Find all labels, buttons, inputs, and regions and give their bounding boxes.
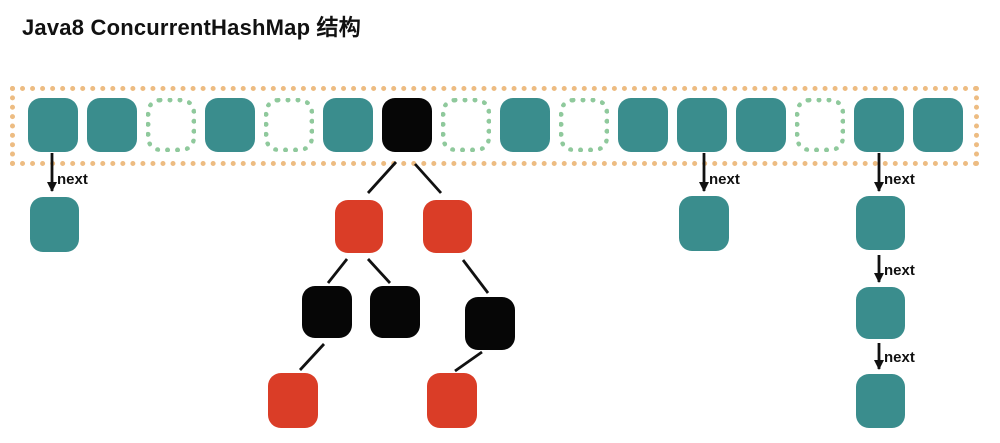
bucket-11-node [677,98,727,152]
list-node-bucket11 [679,196,729,251]
tree-node-black-mid [370,286,420,338]
hash-table-array-border [10,86,979,166]
next-arrows [47,153,884,370]
next-label: next [709,171,740,188]
tree-node-red-left [335,200,383,253]
bucket-14-node [854,98,904,152]
diagram-title: Java8 ConcurrentHashMap 结构 [22,15,361,40]
next-label: next [884,349,915,366]
tree-edge [454,350,483,373]
bucket-5-node [323,98,373,152]
list-node-bucket14-2 [856,287,905,339]
tree-edge [461,259,490,294]
tree-node-black-right [465,297,515,350]
tree-node-black-left [302,286,352,338]
tree-edge [326,258,349,284]
tree-node-red-right [423,200,472,253]
tree-edge [366,161,398,194]
bucket-1-node [87,98,137,152]
bucket-2-empty [146,98,196,152]
bucket-13-empty [795,98,845,152]
bucket-15-node [913,98,963,152]
next-label: next [57,171,88,188]
list-node-bucket14-3 [856,374,905,428]
bucket-7-empty [441,98,491,152]
bucket-4-empty [264,98,314,152]
tree-edges [298,161,490,373]
bucket-3-node [205,98,255,152]
tree-edge [298,343,326,371]
next-label: next [884,171,915,188]
bucket-9-empty [559,98,609,152]
tree-node-red-bottomleft [268,373,318,428]
list-node-bucket14-1 [856,196,905,250]
list-node-bucket0 [30,197,79,252]
tree-node-red-bottomright [427,373,477,428]
tree-edge [413,163,443,194]
bucket-12-node [736,98,786,152]
tree-edge [366,258,392,284]
next-label: next [884,262,915,279]
bucket-10-node [618,98,668,152]
bucket-8-node [500,98,550,152]
bucket-6-tree-root [382,98,432,152]
bucket-0-node [28,98,78,152]
